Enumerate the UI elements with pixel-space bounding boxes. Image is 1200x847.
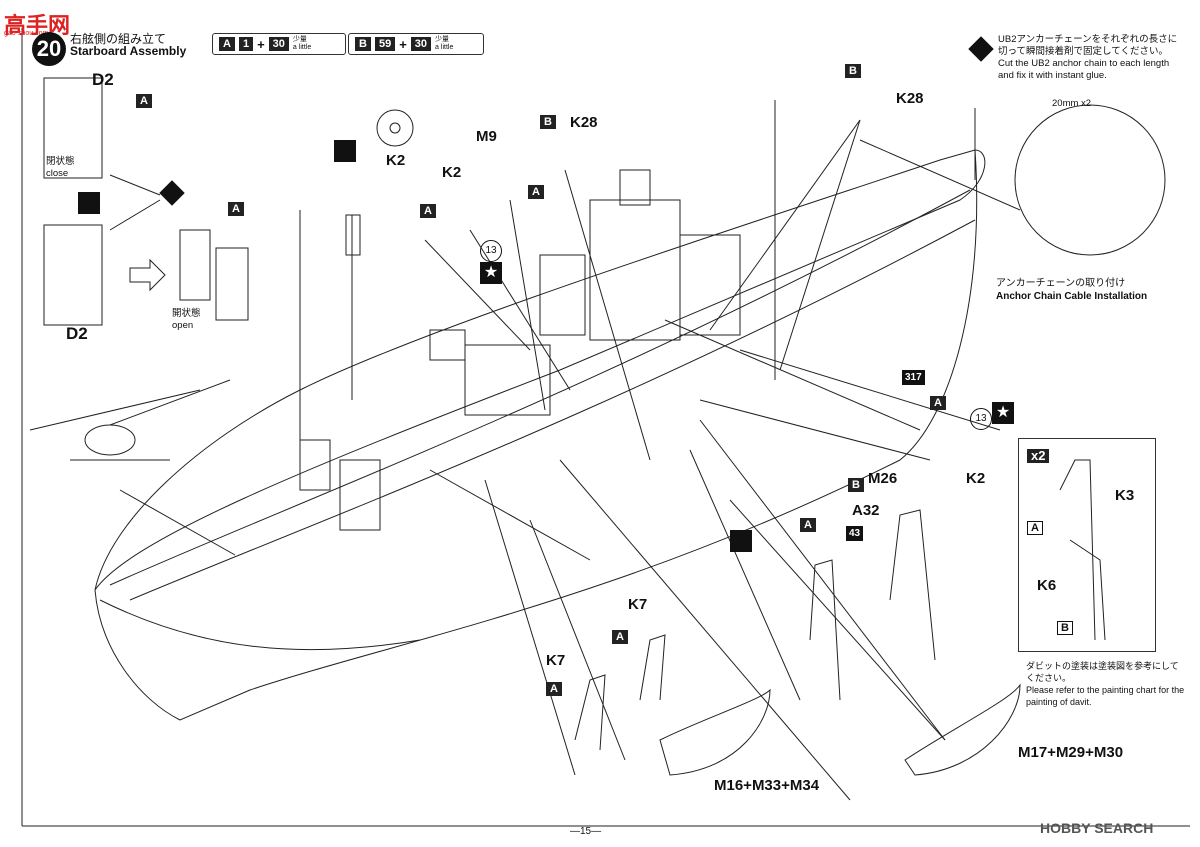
tag-a: A [528, 185, 544, 199]
star-icon: ★ [480, 262, 502, 284]
label-k2-top: K2 [386, 152, 406, 169]
anchor-caption-en: Anchor Chain Cable Installation [996, 291, 1148, 302]
label-k2-right: K2 [966, 470, 986, 487]
label-k2-mid: K2 [442, 164, 462, 181]
glue-icon [730, 530, 752, 552]
label-k7-right: K7 [628, 596, 648, 613]
circle-13: 13 [970, 408, 992, 430]
tag-b: B [1057, 621, 1073, 635]
tag-b: B [848, 478, 864, 492]
watermark-url: gao-shou.com [4, 30, 49, 37]
step-title-jp: 右舷側の組み立て [70, 32, 167, 46]
paint-n1: 1 [238, 37, 254, 51]
step-number: 20 [32, 32, 66, 66]
circle-13: 13 [480, 240, 502, 262]
paint-tag: B [355, 37, 371, 51]
label-k6: K6 [1037, 577, 1057, 594]
tag-a: A [420, 204, 436, 218]
davit-detail-box: x2 K3 A K6 B [1018, 438, 1156, 652]
tag-a: A [546, 682, 562, 696]
label-m17: M17+M29+M30 [1018, 744, 1124, 761]
paint-n2: 30 [410, 37, 432, 51]
brand-watermark: HOBBY SEARCH [1040, 820, 1154, 836]
page-number: —15— [570, 826, 602, 837]
paint-tag: A [219, 37, 235, 51]
chain-length: 20mm x2 [1052, 98, 1092, 109]
step-title-en: Starboard Assembly [70, 44, 187, 58]
tag-b: B [845, 64, 861, 78]
anchor-caption-jp: アンカーチェーンの取り付け [996, 278, 1126, 289]
label-k28-right: K28 [896, 90, 924, 107]
paint-n2: 30 [268, 37, 289, 51]
paint-plus: + [399, 36, 407, 52]
label-a32: A32 [852, 502, 880, 519]
anchor-note: UB2アンカーチェーンをそれぞれの長さに切って瞬間接着剤で固定してください。Cu… [998, 34, 1178, 81]
badge-43: 43 [846, 526, 864, 541]
glue-icon [334, 140, 356, 162]
tag-a: A [930, 396, 946, 410]
tag-a: A [1027, 521, 1043, 535]
tag-a: A [612, 630, 628, 644]
paint-plus: + [257, 36, 265, 52]
davit-note: ダビットの塗装は塗装図を参考にしてください。Please refer to th… [1026, 661, 1185, 707]
label-k7-left: K7 [546, 652, 566, 669]
mult-x2: x2 [1027, 449, 1050, 463]
label-m26: M26 [868, 470, 898, 487]
glue-icon [78, 192, 100, 214]
part-d2-bottom: D2 [66, 324, 88, 343]
label-m9: M9 [476, 128, 497, 145]
tag-a-open: A [228, 202, 244, 216]
watermark-logo: 高手网 [4, 13, 71, 38]
label-k3: K3 [1115, 487, 1135, 504]
label-k28-left: K28 [570, 114, 598, 131]
badge-317: 317 [902, 370, 925, 385]
paint-n1: 59 [374, 37, 396, 51]
label-m16: M16+M33+M34 [714, 777, 820, 794]
tag-b: B [540, 115, 556, 129]
tag-a: A [136, 94, 152, 108]
star-icon: ★ [992, 402, 1014, 424]
part-d2-top: D2 [92, 70, 114, 89]
tag-a: A [800, 518, 816, 532]
